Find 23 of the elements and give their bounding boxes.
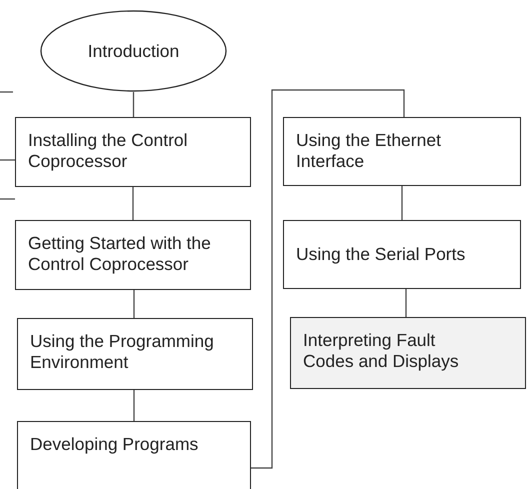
step-label: Installing the Control Coprocessor (28, 130, 188, 171)
step-label: Using the Programming Environment (30, 331, 214, 372)
step-label: Using the Serial Ports (296, 244, 466, 265)
start-ellipse (40, 10, 227, 92)
process-box (283, 220, 521, 289)
connector-line (405, 289, 407, 317)
step-label: Interpreting Fault Codes and Displays (303, 330, 459, 371)
process-box (283, 117, 521, 186)
connector-line (133, 290, 135, 318)
connector-line (401, 186, 403, 220)
process-box (290, 317, 526, 389)
step-label: Introduction (88, 40, 180, 62)
connector-line (132, 92, 134, 117)
step-label: Using the Ethernet Interface (296, 130, 441, 171)
process-box (15, 220, 251, 290)
step-label: Getting Started with the Control Coprocessor (28, 233, 211, 274)
connector-line (132, 187, 134, 220)
process-box (17, 318, 253, 390)
process-box (17, 421, 251, 489)
connector-line (251, 89, 405, 469)
connector-line (133, 390, 135, 421)
process-box (15, 117, 251, 187)
step-label: Developing Programs (30, 434, 198, 454)
